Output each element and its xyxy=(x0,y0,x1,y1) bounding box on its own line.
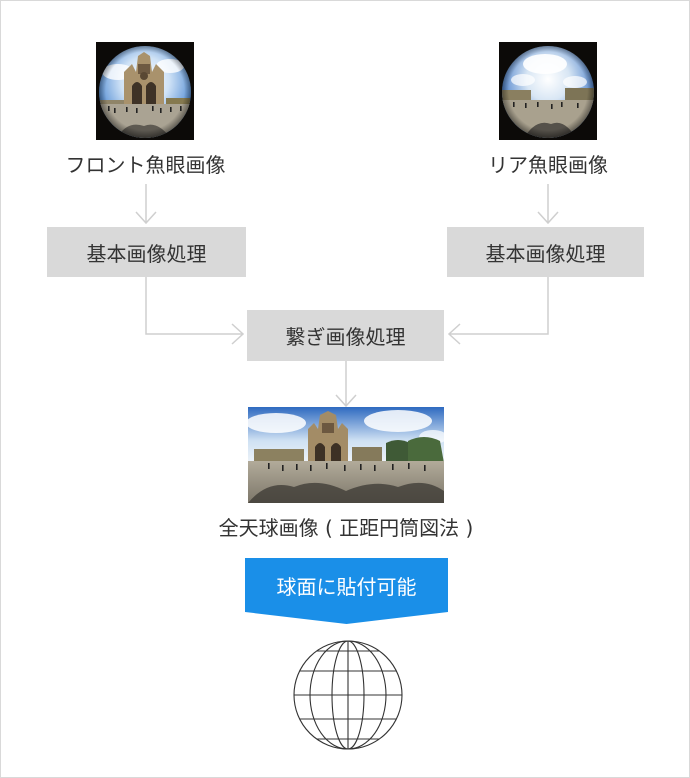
arrowhead-rear xyxy=(537,211,559,225)
rear-fisheye-label: リア魚眼画像 xyxy=(488,153,608,177)
arrowhead-left-merge xyxy=(231,323,245,345)
basic-processing-box-left: 基本画像処理 xyxy=(47,227,246,277)
stitching-processing-box: 繋ぎ画像処理 xyxy=(247,310,444,361)
arrowhead-stitch xyxy=(335,394,357,408)
equirectangular-panorama-image xyxy=(248,407,444,503)
globe-icon xyxy=(293,640,403,750)
front-fisheye-image xyxy=(96,42,194,140)
arrow-basic-left-to-stitch xyxy=(145,277,242,335)
arrow-basic-right-to-stitch xyxy=(450,277,549,335)
banner-label: 球面に貼付可能 xyxy=(276,574,417,599)
sphere-mapping-banner: 球面に貼付可能 xyxy=(245,558,448,624)
arrowhead-front xyxy=(135,211,157,225)
rear-fisheye-image xyxy=(499,42,597,140)
banner-shape xyxy=(245,558,448,624)
result-label: 全天球画像 ( 正距円筒図法 ) xyxy=(218,516,474,540)
front-fisheye-label: フロント魚眼画像 xyxy=(65,153,226,177)
arrowhead-right-merge xyxy=(447,323,461,345)
basic-processing-box-right: 基本画像処理 xyxy=(447,227,644,277)
